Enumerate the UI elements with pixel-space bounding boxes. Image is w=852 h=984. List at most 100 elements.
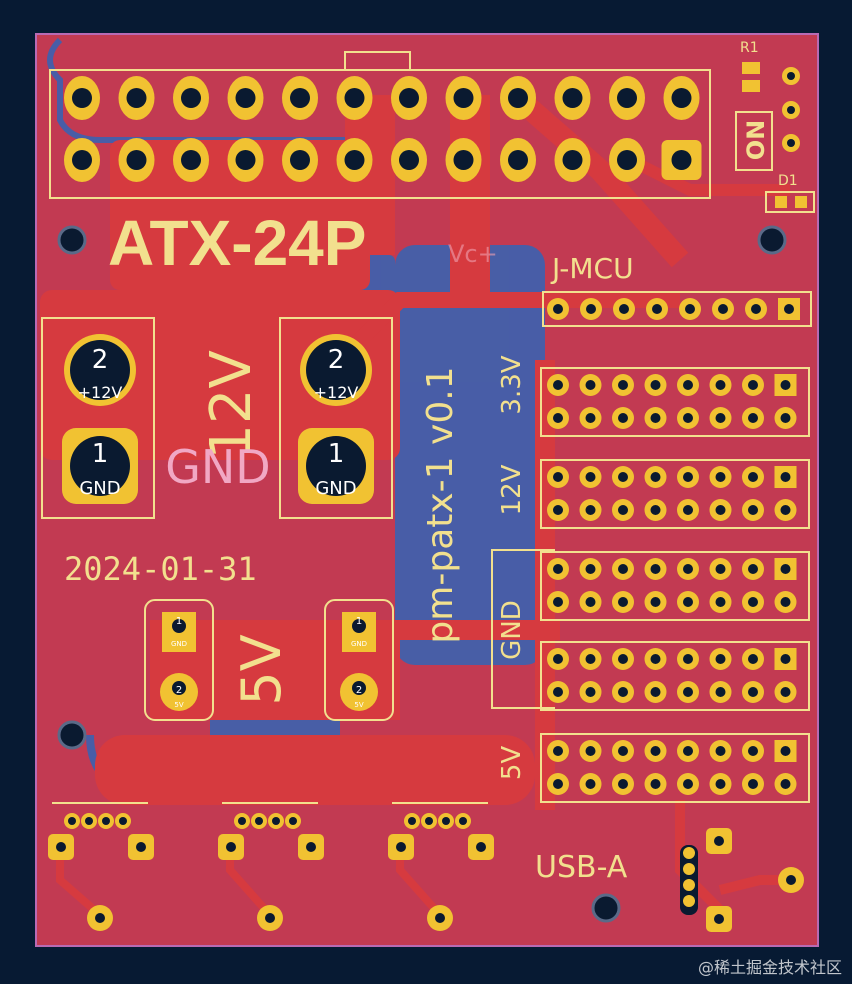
atx-pin-hole (453, 88, 474, 108)
small-left-pin2-label: 5V (174, 701, 183, 709)
rail-pin-hole (618, 654, 628, 664)
board-title: ATX-24P (108, 207, 366, 279)
mcu-pin-hole (784, 304, 794, 314)
rail-pin-hole (650, 654, 661, 664)
switch-pad-hole (435, 913, 445, 923)
rail-pin-hole (748, 472, 758, 482)
mcu-pin-hole (619, 304, 629, 314)
rail-pin-hole (650, 564, 661, 574)
atx-pin-hole (181, 88, 201, 108)
rail-pin-hole (585, 654, 596, 664)
rail-pin-hole (585, 564, 596, 574)
switch-pad-hole (476, 842, 486, 852)
atx-pin-hole (235, 150, 256, 170)
atx-pin-hole (562, 150, 583, 170)
rail-pin-hole (618, 413, 628, 423)
rail-5v-label: 5V (497, 746, 527, 781)
rail-pin-hole (618, 380, 628, 390)
rail-pin-hole (650, 687, 661, 697)
rail-pin-hole (780, 746, 791, 756)
small-terminal-right (324, 599, 394, 721)
rail-pin-hole (683, 746, 693, 756)
atx-pin-hole (562, 88, 583, 108)
mcu-pin-hole (586, 304, 596, 314)
terminal-right-pin1-label: GND (315, 478, 356, 499)
r1-label: R1 (740, 40, 759, 56)
rail-pin-hole (585, 413, 596, 423)
switch-on-label: ON (742, 120, 770, 161)
rail-12v-label: 12V (497, 464, 527, 515)
mcu-label: J-MCU (550, 252, 634, 285)
mcu-pin-hole (685, 304, 695, 314)
rail-pin-hole (715, 472, 726, 482)
rail-pin-hole (585, 380, 596, 390)
rail-pin-hole (715, 687, 726, 697)
rail-pin-hole (650, 505, 661, 515)
rail-pin-hole (650, 413, 661, 423)
atx-pin-hole (72, 88, 92, 108)
atx-pin-hole (671, 88, 692, 108)
rail-pin-hole (780, 654, 791, 664)
rail-pin-hole (715, 654, 726, 664)
switch-pin-hole (238, 817, 246, 825)
rail-pin-hole (780, 472, 791, 482)
switch-pad-hole (265, 913, 275, 923)
terminal-left-pin2-label: +12V (78, 383, 123, 402)
mcu-pin-hole (718, 304, 728, 314)
atx-pins (64, 76, 702, 182)
rail-pin-hole (618, 505, 628, 515)
rail-pin-hole (715, 380, 726, 390)
mcu-pin-hole (751, 304, 761, 314)
rail-pin-hole (650, 472, 661, 482)
rail-pin-hole (650, 380, 661, 390)
switch-pad-hole (95, 913, 105, 923)
rail-pin-hole (683, 687, 693, 697)
switch-pad-hole (226, 842, 236, 852)
atx-pin-hole (399, 88, 419, 108)
power-terminal-left (41, 317, 155, 519)
rail-pin-hole (618, 746, 628, 756)
rail-pin-hole (715, 413, 726, 423)
atx-pin-hole (453, 150, 474, 170)
rail-pin-hole (780, 687, 791, 697)
rail-header-outline (540, 641, 810, 711)
date-label: 2024-01-31 (64, 550, 257, 588)
atx-pin-hole (617, 88, 637, 108)
rail-pin-hole (748, 564, 758, 574)
atx-pin-hole (344, 150, 365, 170)
terminal-left-pin1-label: GND (79, 478, 120, 499)
atx-pin-hole (72, 150, 92, 170)
rail-pin-hole (748, 413, 758, 423)
atx-pin-hole (508, 88, 528, 108)
switch-pin-hole (425, 817, 433, 825)
switch-area (735, 62, 815, 213)
rail-gnd-label: GND (497, 600, 527, 660)
rail-pin-hole (585, 505, 596, 515)
atx-pin-hole (181, 150, 201, 170)
rail-pin-hole (553, 413, 563, 423)
rail-pin-hole (780, 597, 791, 607)
rail-pin-hole (683, 505, 693, 515)
small-right-pin1-label: GND (351, 640, 367, 648)
big-5v-label: 5V (230, 634, 293, 705)
switch-pin-hole (255, 817, 263, 825)
rail-pin-hole (748, 746, 758, 756)
rail-pin-hole (748, 380, 758, 390)
rail-pin-hole (715, 746, 726, 756)
usb-a-connector (680, 828, 804, 932)
atx-pin-hole (617, 150, 637, 170)
small-left-pin2: 2 (176, 685, 182, 696)
small-terminal-left (144, 599, 214, 721)
rail-pin-hole (618, 564, 628, 574)
small-right-pin2-label: 5V (354, 701, 363, 709)
gnd-bracket (491, 549, 555, 709)
rail-pin-hole (715, 564, 726, 574)
switch-pin-hole (102, 817, 110, 825)
atx-connector (49, 51, 711, 199)
atx-pin-hole (399, 150, 419, 170)
small-right-pin2: 2 (356, 685, 362, 696)
rail-pin-hole (683, 597, 693, 607)
switch-pin-hole (459, 817, 467, 825)
rail-pin-hole (618, 472, 628, 482)
switch-pin-hole (289, 817, 297, 825)
